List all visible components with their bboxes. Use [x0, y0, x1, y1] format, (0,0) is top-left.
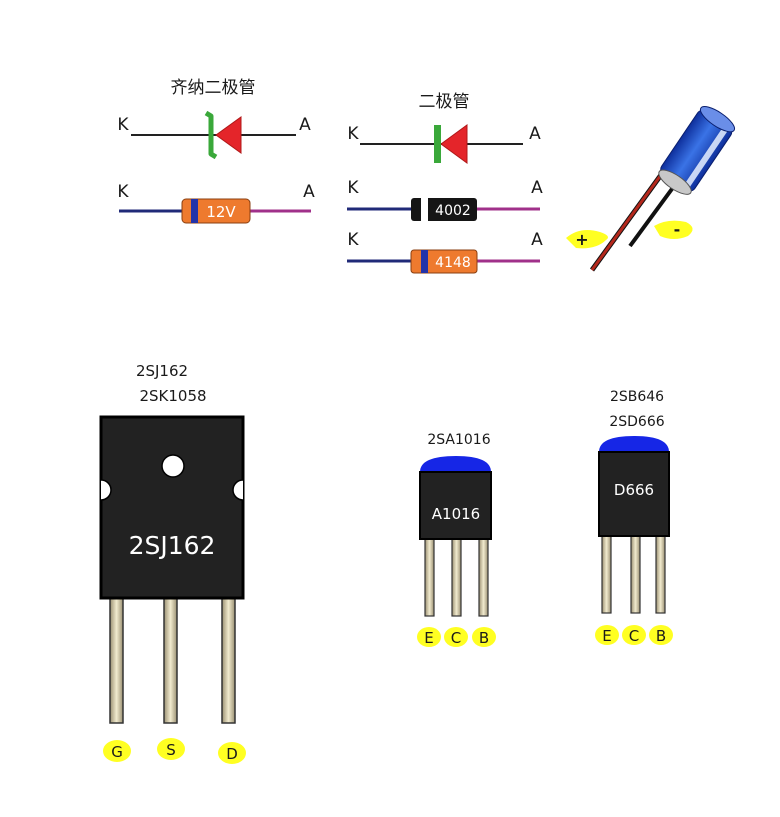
t1016-pin-badge-b: [472, 627, 496, 647]
t1016-body: [419, 471, 492, 540]
mosfet-body: [99, 415, 245, 600]
capacitor-lead-negative: [628, 176, 682, 248]
diode-4148-k-label: K: [347, 230, 359, 250]
transistor-2sa1016: 2SA1016 A1016 E C B: [417, 432, 496, 647]
capacitor-plus-label: +: [575, 230, 588, 249]
diode-4148-part: K A 4148: [347, 230, 543, 274]
t1016-lead-c: [451, 537, 462, 617]
t666-pin-badge-e: [595, 625, 619, 645]
mosfet-label-line1: 2SJ162: [136, 362, 188, 380]
zener-part-k-label: K: [117, 182, 129, 202]
zener-code: 12V: [206, 203, 236, 221]
t666-pin-b: B: [656, 627, 666, 645]
diode-4148-band: [421, 250, 428, 273]
t666-pin-e: E: [602, 627, 611, 645]
t666-label-line1: 2SB646: [610, 389, 664, 405]
t666-pin-badge-b: [649, 625, 673, 645]
t666-body-label: D666: [614, 481, 654, 499]
t666-lead-c: [630, 534, 641, 614]
capacitor-plus-badge: [566, 230, 608, 249]
mosfet-pin-g: G: [111, 743, 123, 761]
diode-4148-code: 4148: [435, 255, 471, 271]
t666-body: [598, 451, 670, 537]
diode-symbol: 二极管 K A: [347, 92, 541, 164]
t666-lead-e: [601, 534, 612, 614]
zener-bar: [204, 110, 218, 160]
diode-4002-part: K A 4002: [347, 178, 543, 221]
zener-diode-part: K A 12V: [117, 182, 315, 224]
mosfet-lead-d: [221, 594, 236, 724]
t1016-lead-b: [478, 537, 489, 617]
diode-4002-a-label: A: [531, 178, 543, 198]
mosfet-lead-g: [109, 594, 124, 724]
zener-k-label: K: [117, 115, 129, 135]
t1016-pin-badge-e: [417, 627, 441, 647]
capacitor-minus-label: -: [674, 220, 681, 239]
diode-4002-k-label: K: [347, 178, 359, 198]
mosfet-pin-s: S: [166, 741, 176, 759]
capacitor-bottom: [658, 169, 692, 195]
mosfet-pin-badge-d: [218, 742, 246, 764]
mosfet-2sj162: 2SJ162 2SK1058 2SJ162 G S D: [99, 362, 246, 764]
t1016-lead-e: [424, 537, 435, 617]
capacitor-top: [699, 106, 736, 133]
mosfet-lead-s: [163, 594, 178, 724]
mosfet-pin-badge-g: [103, 740, 131, 762]
zener-band: [191, 199, 198, 223]
diode-a-label: A: [529, 124, 541, 144]
zener-triangle: [215, 116, 242, 154]
mosfet-notch-left: [100, 479, 112, 501]
diode-4002-band: [421, 198, 428, 221]
t1016-pin-badge-c: [444, 627, 468, 647]
zener-part-a-label: A: [303, 182, 315, 202]
t1016-pin-e: E: [424, 629, 433, 647]
diode-4002-code: 4002: [435, 203, 471, 219]
diode-k-label: K: [347, 124, 359, 144]
diode-triangle: [440, 124, 468, 164]
mosfet-pin-d: D: [226, 745, 238, 763]
t1016-tip: [420, 456, 491, 472]
capacitor-lead-positive: [590, 167, 668, 271]
zener-body: [181, 198, 251, 224]
mosfet-mount-hole: [161, 454, 185, 478]
t666-tip: [599, 436, 669, 452]
t1016-body-label: A1016: [432, 505, 480, 523]
t1016-pin-c: C: [451, 629, 461, 647]
electrolytic-capacitor: + -: [566, 106, 736, 272]
transistor-d666: 2SB646 2SD666 D666 E C B: [595, 389, 673, 645]
diode-bar: [434, 125, 441, 163]
t666-pin-badge-c: [622, 625, 646, 645]
mosfet-body-label: 2SJ162: [129, 531, 216, 560]
t1016-label: 2SA1016: [427, 432, 490, 448]
zener-diode-symbol: 齐纳二极管 K A: [117, 78, 311, 160]
capacitor-minus-badge: [654, 220, 693, 239]
zener-a-label: A: [299, 115, 311, 135]
diode-4148-a-label: A: [531, 230, 543, 250]
zener-title: 齐纳二极管: [171, 78, 256, 98]
t666-pin-c: C: [629, 627, 639, 645]
mosfet-pin-badge-s: [157, 738, 185, 760]
t666-label-line2: 2SD666: [609, 414, 664, 430]
diode-title: 二极管: [419, 92, 470, 112]
t666-lead-b: [655, 534, 666, 614]
mosfet-label-line2: 2SK1058: [139, 387, 206, 405]
t1016-pin-b: B: [479, 629, 489, 647]
capacitor-stripe: [684, 127, 728, 188]
mosfet-notch-right: [232, 479, 244, 501]
